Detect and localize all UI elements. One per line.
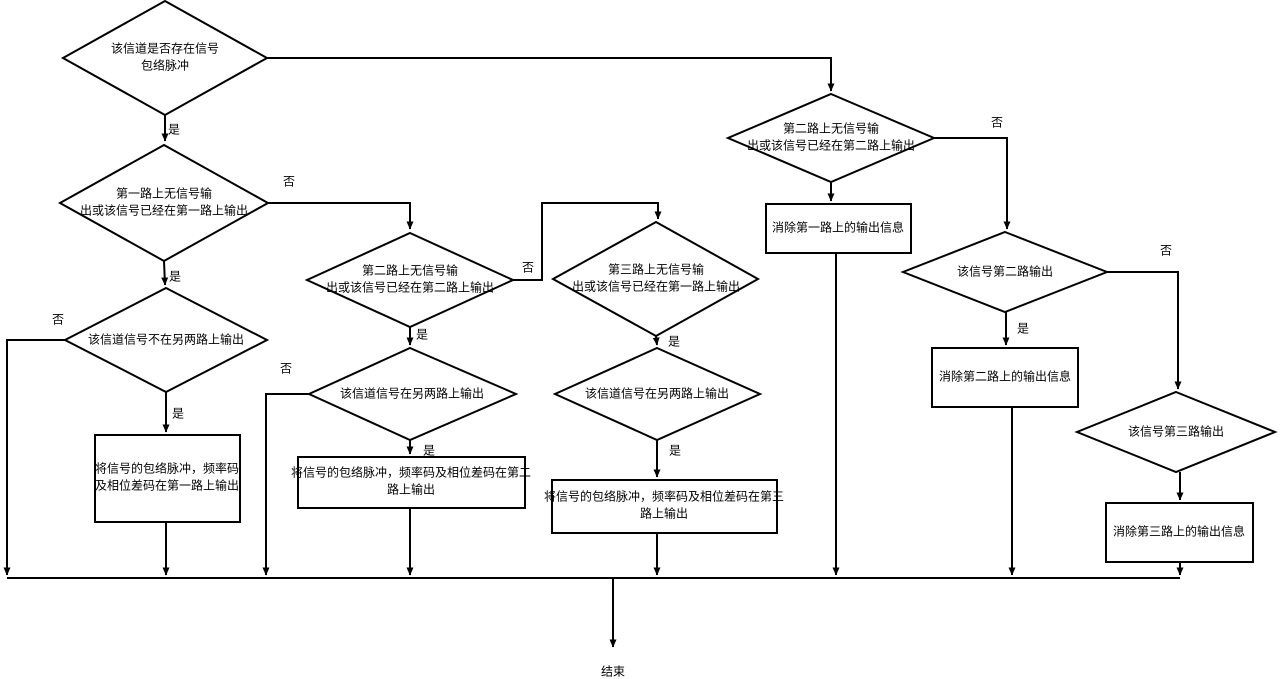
decision-ch2-free-shape [304, 231, 516, 329]
decision-ch1-free-shape [57, 143, 271, 263]
process-output-ch3-shape [551, 479, 778, 534]
edge-signalch2-to-signalch3 [1107, 271, 1182, 390]
process-clear-ch2-shape [931, 347, 1079, 408]
process-clear-ch3-shape [1105, 502, 1254, 563]
process-clear-ch1-shape [765, 203, 912, 254]
edge-ch2free-to-ch3free [513, 202, 662, 281]
process-output-ch2-shape [297, 456, 526, 509]
decision-ch3-free-shape [550, 220, 761, 338]
decision-ch2-free-top-shape [725, 92, 937, 184]
process-output-ch1-shape [94, 434, 241, 523]
decision-signal-on-ch2-shape [900, 230, 1110, 314]
decision-on-other-two-b-shape [552, 346, 763, 442]
edge-notontwo-no-to-bus [3, 339, 65, 576]
edge-start-to-ch2free-top [267, 57, 835, 92]
decision-start-shape [60, 0, 270, 117]
edge-ch1free-to-ch2free [268, 202, 414, 230]
decision-not-on-other-two-shape [62, 286, 270, 394]
edge-ch1free-to-notontwo [161, 260, 169, 286]
edge-ch2freetop-to-signalch2 [934, 137, 1011, 230]
edge-onothertwo-a-no-to-bus [262, 393, 309, 576]
decision-signal-on-ch3-shape [1074, 390, 1278, 474]
edge-ch3free-to-onothertwo-b [652, 335, 660, 346]
decision-on-other-two-a-shape [306, 346, 519, 442]
